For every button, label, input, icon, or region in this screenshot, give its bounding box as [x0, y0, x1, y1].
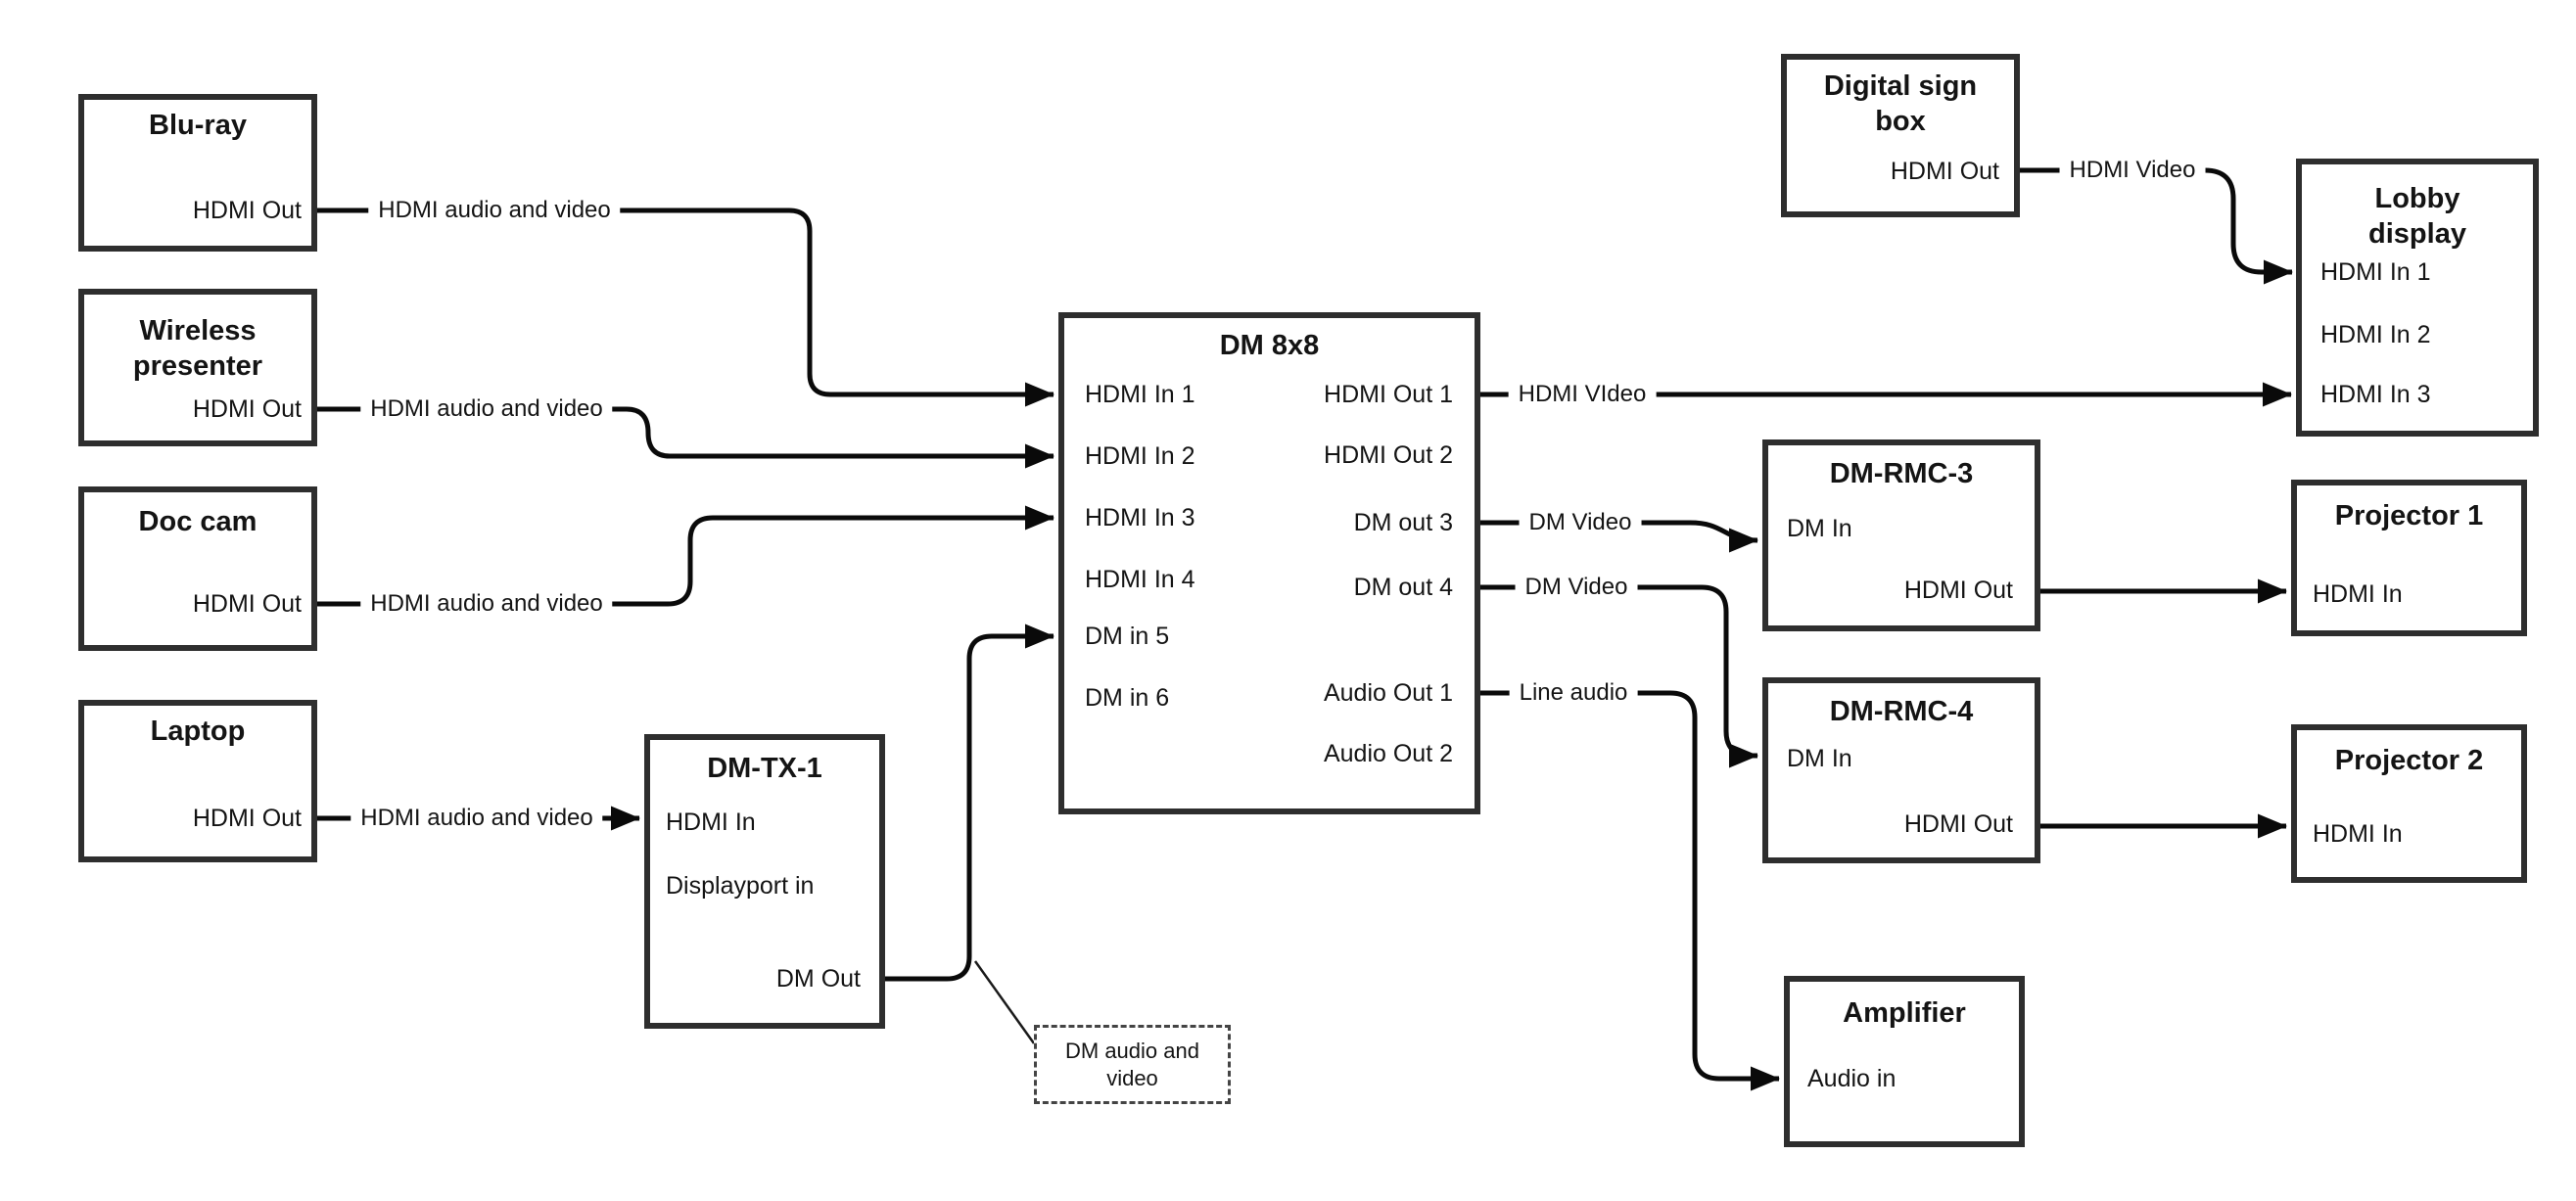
amplifier-port-audio-in: Audio in: [1807, 1065, 1897, 1092]
projector-2-title: Projector 2: [2334, 745, 2484, 776]
wire-dm8x8-dm-out-3-to-rmc3-dm-in: [1480, 520, 1758, 553]
dm-8x8-port-dm-out-4: DM out 4: [1353, 574, 1453, 601]
amplifier-title: Amplifier: [1843, 997, 1966, 1029]
wire-dmtx1-dm-out-to-dm8x8-dm-in-5: [885, 624, 1054, 982]
wire-dm8x8-audio-out-1-to-amplifier: [1480, 690, 1780, 1091]
doc-cam-title: Doc cam: [138, 506, 258, 537]
wire-label-audio-out-1: Line audio: [1509, 678, 1638, 708]
dm-rmc-3-port-hdmi-out: HDMI Out: [1903, 577, 2013, 604]
bluray-title: Blu-ray: [149, 110, 247, 141]
wire-label-wireless: HDMI audio and video: [360, 394, 613, 424]
dm-audio-video-callout: DM audio and video: [1034, 1025, 1231, 1104]
projector-1-port-hdmi-in: HDMI In: [2313, 580, 2403, 608]
laptop-box: [78, 700, 317, 862]
lobby-display-title: Lobby display: [2368, 183, 2466, 250]
projector-2-port-hdmi-in: HDMI In: [2313, 820, 2403, 848]
dm-rmc-4-box: [1762, 677, 2040, 863]
wireless-port-hdmi-out: HDMI Out: [192, 395, 302, 423]
digital-sign-box: [1781, 54, 2020, 217]
doc-cam-port-hdmi-out: HDMI Out: [192, 590, 302, 618]
wire-label-laptop: HDMI audio and video: [351, 804, 603, 833]
digital-sign-port-hdmi-out: HDMI Out: [1890, 158, 1999, 185]
dm-8x8-port-hdmi-in-3: HDMI In 3: [1085, 504, 1195, 531]
wire-label-hdmi-out-1: HDMI VIdeo: [1508, 380, 1657, 409]
digital-sign-title: Digital sign box: [1823, 70, 1978, 137]
dm-8x8-port-dm-out-3: DM out 3: [1353, 509, 1453, 536]
wireless-presenter-box: [78, 289, 317, 446]
lobby-port-hdmi-in-2: HDMI In 2: [2320, 321, 2431, 348]
projector-1-box: [2291, 480, 2527, 636]
dm-rmc-3-port-dm-in: DM In: [1787, 515, 1852, 542]
dm-8x8-box: [1058, 312, 1480, 814]
doc-cam-box: [78, 486, 317, 651]
dm-tx-1-port-dm-out: DM Out: [775, 965, 861, 993]
amplifier-box: [1784, 976, 2025, 1147]
wire-doccam-to-dm8x8-hdmi-in-3: [315, 505, 1054, 607]
projector-2-box: [2291, 724, 2527, 883]
bluray-port-hdmi-out: HDMI Out: [192, 197, 302, 224]
dm-8x8-port-hdmi-out-1: HDMI Out 1: [1324, 381, 1453, 408]
laptop-port-hdmi-out: HDMI Out: [192, 805, 302, 832]
dm-rmc-3-box: [1762, 439, 2040, 631]
wire-label-doccam: HDMI audio and video: [360, 589, 613, 619]
dm-8x8-port-dm-in-6: DM in 6: [1085, 684, 1170, 712]
dm-8x8-port-audio-out-2: Audio Out 2: [1323, 740, 1453, 767]
lobby-port-hdmi-in-1: HDMI In 1: [2320, 258, 2431, 286]
wire-label-dm-out-3: DM Video: [1519, 508, 1642, 537]
dm-8x8-port-hdmi-in-2: HDMI In 2: [1085, 442, 1195, 470]
dm-8x8-port-hdmi-out-2: HDMI Out 2: [1324, 441, 1453, 469]
dm-tx-1-box: [644, 734, 885, 1029]
wire-label-digital-sign: HDMI Video: [2059, 156, 2206, 185]
dm-8x8-port-audio-out-1: Audio Out 1: [1323, 679, 1453, 707]
wire-digital-sign-to-lobby-hdmi-in-1: [2020, 167, 2293, 285]
bluray-box: [78, 94, 317, 252]
dm-rmc-4-title: DM-RMC-4: [1829, 696, 1974, 727]
wire-wireless-to-dm8x8-hdmi-in-2: [315, 406, 1054, 469]
lobby-display-box: [2296, 159, 2539, 437]
dm-rmc-3-title: DM-RMC-3: [1829, 458, 1974, 489]
dm-8x8-port-dm-in-5: DM in 5: [1085, 623, 1170, 650]
wire-bluray-to-dm8x8-hdmi-in-1: [315, 208, 1054, 407]
wire-label-bluray: HDMI audio and video: [368, 196, 621, 225]
dm-8x8-port-hdmi-in-1: HDMI In 1: [1085, 381, 1195, 408]
wireless-presenter-title: Wireless presenter: [132, 315, 263, 382]
dm-8x8-title: DM 8x8: [1219, 330, 1320, 361]
lobby-port-hdmi-in-3: HDMI In 3: [2320, 381, 2431, 408]
dm-tx-1-port-hdmi-in: HDMI In: [666, 808, 756, 836]
dm-rmc-4-port-hdmi-out: HDMI Out: [1903, 810, 2013, 838]
wire-label-dm-out-4: DM Video: [1515, 573, 1638, 602]
callout-text: DM audio and video: [1065, 1038, 1199, 1090]
wire-dm8x8-dm-out-4-to-rmc4-dm-in: [1480, 584, 1758, 768]
callout-leader-line: [973, 960, 1036, 1044]
dm-tx-1-title: DM-TX-1: [707, 753, 822, 784]
dm-rmc-4-port-dm-in: DM In: [1787, 745, 1852, 772]
projector-1-title: Projector 1: [2334, 500, 2484, 531]
laptop-title: Laptop: [150, 716, 246, 747]
dm-tx-1-port-displayport-in: Displayport in: [666, 872, 815, 900]
dm-8x8-port-hdmi-in-4: HDMI In 4: [1085, 566, 1195, 593]
